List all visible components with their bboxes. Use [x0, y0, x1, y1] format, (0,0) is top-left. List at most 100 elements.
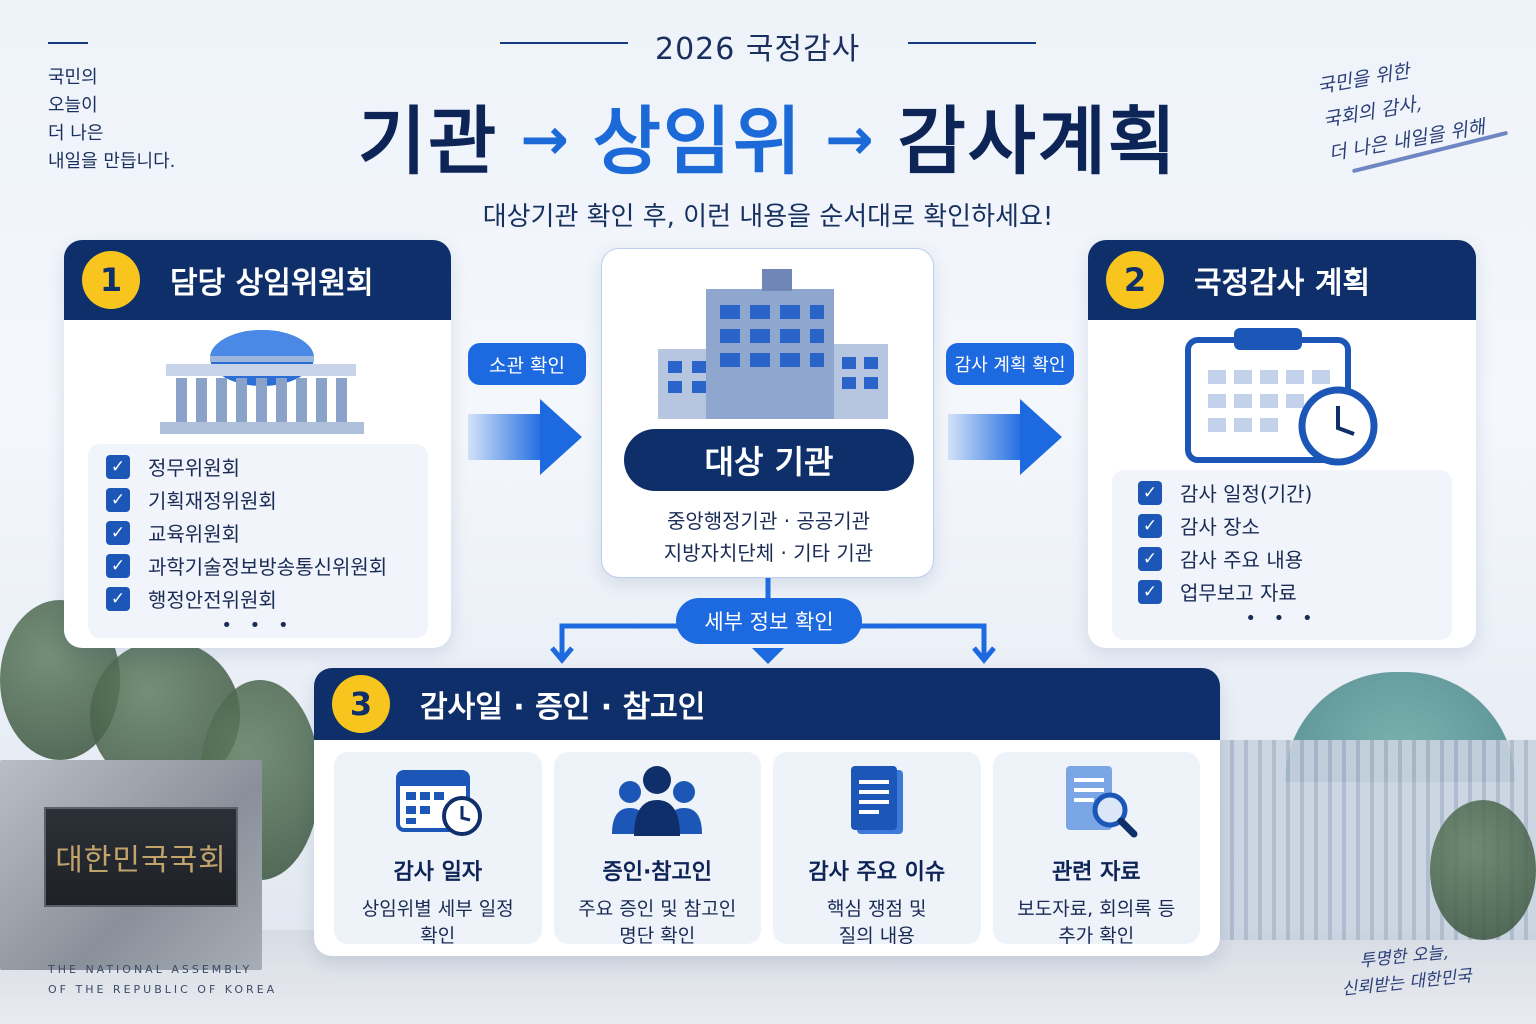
english-line: THE NATIONAL ASSEMBLY — [48, 963, 253, 976]
more-dots: • • • — [221, 615, 295, 636]
calendar-clock-icon — [395, 770, 482, 836]
desc-line: 확인 — [420, 925, 456, 947]
list-item-label: 정무위원회 — [148, 456, 240, 480]
card-title: 국정감사 계획 — [1194, 266, 1371, 301]
list-item-label: 과학기술정보방송통신위원회 — [148, 555, 388, 579]
check-icon: ✓ — [106, 454, 130, 479]
lead-text: 대상기관 확인 후, 이런 내용을 순서대로 확인하세요! — [482, 202, 1054, 232]
list-item: ✓업무보고 자료 — [1138, 575, 1452, 608]
step-number: 3 — [332, 675, 390, 733]
list-item: ✓ 정무위원회 — [106, 450, 428, 483]
subtitle: 2026 국정감사 — [655, 32, 861, 67]
list-item-label: 감사 장소 — [1180, 515, 1260, 539]
card-target-agency: 대상 기관 중앙행정기관 · 공공기관 지방자치단체 · 기타 기관 — [601, 248, 934, 578]
list-item-label: 행정안전위원회 — [148, 588, 277, 612]
detail-check-label: 세부 정보 확인 — [676, 598, 862, 644]
desc-line: 보도자료, 회의록 등 — [1017, 898, 1176, 920]
slogan-line: 더 나은 — [48, 123, 104, 144]
people-icon — [612, 766, 703, 836]
list-item-label: 업무보고 자료 — [1180, 581, 1297, 605]
title-rule-left — [500, 42, 628, 44]
check-icon: ✓ — [1138, 546, 1162, 571]
list-item-label: 감사 일정(기간) — [1180, 482, 1313, 506]
detail-title: 관련 자료 — [1051, 860, 1141, 885]
desc-line: 질의 내용 — [838, 925, 915, 947]
desc-line: 상임위별 세부 일정 — [361, 898, 514, 920]
hero-word: 감사계획 — [897, 99, 1178, 185]
arrow-head-icon — [1020, 399, 1062, 475]
list-item-label: 기획재정위원회 — [148, 489, 277, 513]
tree — [1430, 800, 1536, 940]
list-item-label: 감사 주요 내용 — [1180, 548, 1304, 572]
slogan-line: 내일을 만듭니다. — [48, 151, 176, 172]
step-number: 2 — [1106, 251, 1164, 309]
hero-arrow-icon: → — [520, 105, 571, 173]
detail-title: 감사 주요 이슈 — [808, 860, 946, 885]
plaque-text: 대한민국국회 — [55, 843, 227, 878]
agency-types: 중앙행정기관 · 공공기관 지방자치단체 · 기타 기관 — [602, 505, 935, 569]
plaque: 대한민국국회 — [44, 807, 238, 907]
side-rule — [48, 42, 88, 44]
list-item: ✓ 기획재정위원회 — [106, 483, 428, 516]
card-header: 2 국정감사 계획 — [1088, 240, 1476, 320]
plan-list: ✓ 감사 일정(기간) ✓ 감사 장소 ✓ 감사 주요 내용 ✓업무보고 자료 • •… — [1112, 470, 1452, 640]
list-item: ✓ 교육위원회 — [106, 516, 428, 549]
arrow-right-icon — [468, 414, 544, 460]
card-title: 감사일 · 증인 · 참고인 — [420, 690, 706, 725]
agency-line: 지방자치단체 · 기타 기관 — [663, 541, 874, 565]
check-icon: ✓ — [1138, 513, 1162, 538]
hero-word: 상임위 — [592, 99, 804, 185]
card-header: 1 담당 상임위원회 — [64, 240, 451, 320]
step-number: 1 — [82, 251, 140, 309]
card-title: 담당 상임위원회 — [170, 266, 374, 301]
card-header: 3 감사일 · 증인 · 참고인 — [314, 668, 1220, 740]
check-icon: ✓ — [1138, 480, 1162, 505]
hero-word: 기관 — [358, 99, 499, 185]
list-item: ✓ 과학기술정보방송통신위원회 — [106, 549, 428, 582]
check-icon: ✓ — [106, 520, 130, 545]
check-icon: ✓ — [106, 553, 130, 578]
arrow-right-icon — [948, 414, 1024, 460]
desc-line: 명단 확인 — [619, 925, 696, 947]
document-search-icon — [1066, 766, 1138, 838]
title-rule-right — [908, 42, 1036, 44]
english-line: OF THE REPUBLIC OF KOREA — [48, 983, 278, 996]
jurisdiction-label: 소관 확인 — [468, 343, 586, 385]
list-item: ✓ 감사 일정(기간) — [1138, 476, 1452, 509]
building-icon — [658, 269, 888, 419]
document-icon — [850, 766, 903, 834]
list-item: ✓ 감사 장소 — [1138, 509, 1452, 542]
more-dots: • • • — [1245, 608, 1319, 629]
check-icon: ✓ — [106, 586, 130, 611]
desc-line: 추가 확인 — [1058, 925, 1135, 947]
check-icon: ✓ — [106, 487, 130, 512]
detail-title: 감사 일자 — [393, 860, 483, 885]
slogan-line: 국민의 — [48, 67, 98, 88]
assembly-icon — [64, 320, 451, 440]
hero-title: 기관 → 상임위 → 감사계획 — [0, 82, 1536, 189]
agency-line: 중앙행정기관 · 공공기관 — [666, 509, 871, 533]
target-agency-title: 대상 기관 — [624, 429, 914, 491]
plan-check-label: 감사 계획 확인 — [946, 343, 1074, 385]
side-slogan-left: 국민의 오늘이 더 나은 내일을 만듭니다. — [48, 64, 175, 176]
list-item: ✓ 감사 주요 내용 — [1138, 542, 1452, 575]
desc-line: 핵심 쟁점 및 — [827, 898, 927, 920]
card-audit-plan: 2 국정감사 계획 ✓ 감사 일정(기간) ✓ 감사 장소 ✓ 감사 주요 내용 ✓업… — [1088, 240, 1476, 648]
list-item-label: 교육위원회 — [148, 522, 240, 546]
list-item: ✓ 행정안전위원회 — [106, 582, 428, 615]
hero-arrow-icon: → — [825, 105, 876, 173]
arrow-head-icon — [540, 399, 582, 475]
desc-line: 주요 증인 및 참고인 — [578, 898, 737, 920]
committee-list: ✓ 정무위원회 ✓ 기획재정위원회 ✓ 교육위원회 ✓ 과학기술정보방송통신위원회 ✓ 행… — [88, 444, 428, 638]
english-caption: THE NATIONAL ASSEMBLY OF THE REPUBLIC OF… — [48, 960, 277, 1000]
